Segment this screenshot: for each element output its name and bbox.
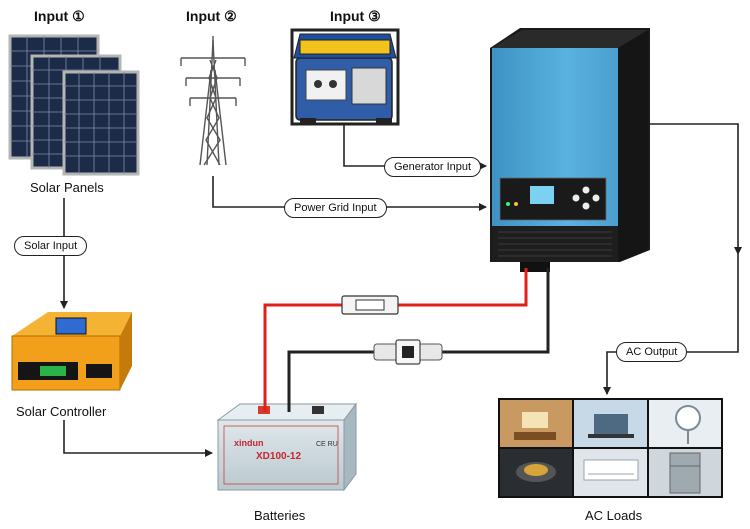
ac-loads-image <box>498 398 723 498</box>
line-output-to-loads <box>603 254 739 395</box>
input-3-label: Input ③ <box>330 8 381 24</box>
line-inverter-to-output <box>650 123 742 255</box>
battery-brand: xindun <box>234 438 264 448</box>
load-cooktop <box>500 449 572 496</box>
load-refrigerator <box>649 449 721 496</box>
generator-image <box>290 28 400 126</box>
solar-panels-image <box>8 34 140 176</box>
power-tower-image <box>180 36 246 166</box>
ac-loads-label: AC Loads <box>585 508 643 523</box>
input-2-label: Input ② <box>186 8 237 24</box>
batteries-label: Batteries <box>254 508 306 523</box>
solar-panels-label: Solar Panels <box>30 180 104 195</box>
ac-output-badge: AC Output <box>616 342 688 362</box>
inverter-image <box>490 28 650 272</box>
battery-image <box>216 402 357 492</box>
solar-input-badge: Solar Input <box>14 236 88 256</box>
power-grid-input-badge: Power Grid Input <box>284 198 387 218</box>
load-laptop <box>574 400 647 447</box>
load-lamp <box>500 400 572 447</box>
load-fan <box>649 400 721 447</box>
fuse-holder <box>341 295 399 315</box>
battery-model: XD100-12 <box>256 451 301 462</box>
input-1-label: Input ① <box>34 8 85 24</box>
solar-controller-label: Solar Controller <box>16 404 107 419</box>
battery-mark: CE RU <box>316 441 338 448</box>
positive-cable <box>263 268 528 412</box>
line-controller-to-battery <box>63 420 213 457</box>
inline-fuse <box>373 339 443 365</box>
solar-controller-image <box>11 312 132 391</box>
load-air-conditioner <box>574 449 647 496</box>
generator-input-badge: Generator Input <box>384 157 482 177</box>
line-grid-to-inverter <box>212 176 487 211</box>
